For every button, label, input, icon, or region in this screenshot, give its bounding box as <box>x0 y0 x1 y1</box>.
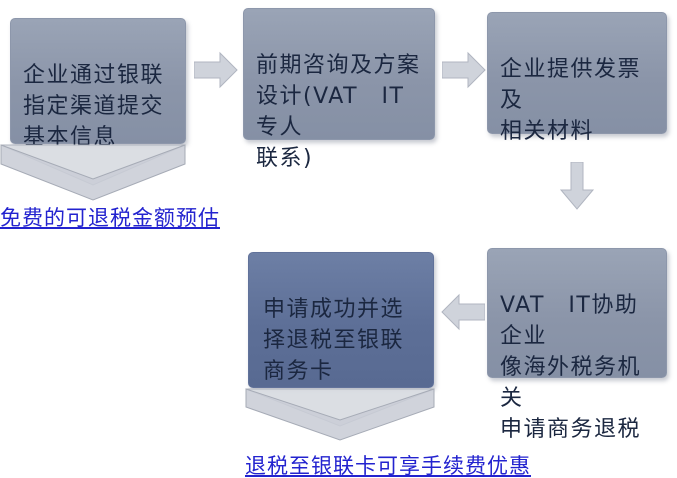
arrow-right-icon <box>442 50 486 90</box>
chevron-down-icon <box>245 388 435 442</box>
flow-box-consulting-label: 前期咨询及方案 设计(VAT IT专人 联系) <box>256 53 421 171</box>
arrow-left-icon <box>441 292 485 332</box>
flow-box-provide-invoice-label: 企业提供发票及 相关材料 <box>500 57 642 144</box>
flow-box-consulting: 前期咨询及方案 设计(VAT IT专人 联系) <box>243 8 435 171</box>
flow-box-submit-info-label: 企业通过银联 指定渠道提交 基本信息 <box>23 63 165 150</box>
chevron-down-icon <box>0 144 186 202</box>
flow-box-provide-invoice: 企业提供发票及 相关材料 <box>487 12 667 144</box>
flow-box-refund-to-card: 申请成功并选 择退税至银联 商务卡 <box>248 252 434 388</box>
flow-box-apply-refund: VAT IT协助企业 像海外税务机关 申请商务退税 <box>487 248 667 442</box>
caption-fee-discount: 退税至银联卡可享手续费优惠 <box>245 454 531 478</box>
arrow-down-icon <box>559 162 595 210</box>
flow-box-submit-info: 企业通过银联 指定渠道提交 基本信息 <box>10 18 186 150</box>
flow-box-apply-refund-label: VAT IT协助企业 像海外税务机关 申请商务退税 <box>500 293 642 442</box>
caption-free-estimate: 免费的可退税金额预估 <box>0 206 220 230</box>
flow-box-refund-to-card-label: 申请成功并选 择退税至银联 商务卡 <box>263 297 405 384</box>
arrow-right-icon <box>194 50 238 90</box>
